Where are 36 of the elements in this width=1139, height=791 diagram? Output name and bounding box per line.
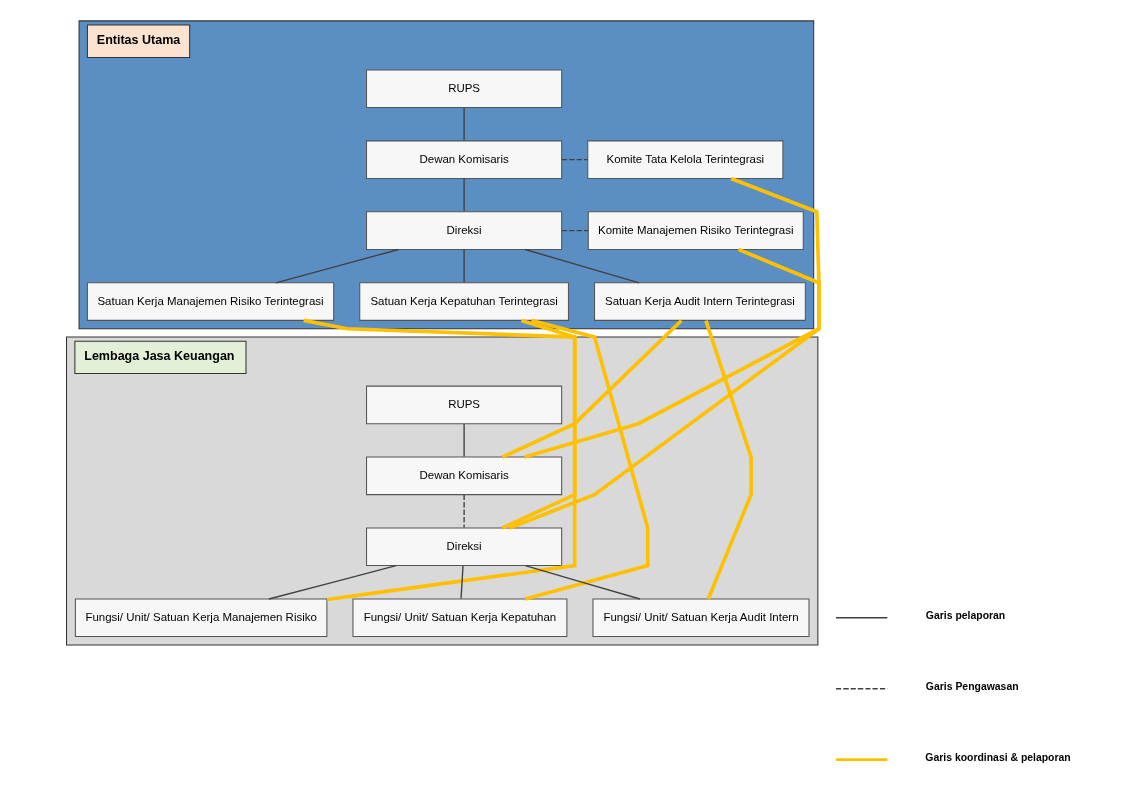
node-box: Dewan Komisaris (366, 140, 563, 179)
node-box: Fungsi/ Unit/ Satuan Kerja Audit Intern (592, 598, 810, 638)
connector (501, 319, 683, 459)
legend-label: Garis Pengawasan (925, 681, 1019, 693)
node-box: Komite Tata Kelola Terintegrasi (587, 140, 784, 179)
connector (704, 320, 753, 600)
node-box: Satuan Kerja Manajemen Risiko Terintegrasi (86, 282, 335, 321)
node-box: RUPS (366, 385, 563, 425)
node-box: Direksi (366, 527, 563, 567)
connector (303, 318, 577, 602)
connector (508, 247, 821, 530)
connector (275, 248, 400, 284)
connector (463, 178, 465, 213)
connector (524, 248, 640, 284)
connector (268, 565, 397, 600)
connector (561, 159, 589, 161)
node-box: Fungsi/ Unit/ Satuan Kerja Manajemen Risiko (74, 598, 328, 638)
connector (463, 423, 465, 458)
connector (463, 249, 465, 283)
connector (524, 318, 650, 601)
connector (463, 494, 465, 529)
connector (460, 565, 464, 600)
node-box: Direksi (366, 211, 563, 250)
legend-label: Garis koordinasi & pelaporan (925, 752, 1071, 764)
legend-label: Garis pelaporan (925, 610, 1006, 622)
node-box: Komite Manajemen Risiko Terintegrasi (587, 211, 804, 250)
connector (524, 565, 641, 600)
connector (501, 318, 577, 530)
node-box: Dewan Komisaris (366, 456, 563, 496)
connector (524, 176, 821, 459)
node-box: Satuan Kerja Kepatuhan Terintegrasi (359, 282, 569, 321)
connector (561, 229, 589, 232)
node-box: Fungsi/ Unit/ Satuan Kerja Kepatuhan (352, 598, 568, 638)
node-box: RUPS (366, 69, 563, 108)
node-box: Satuan Kerja Audit Intern Terintegrasi (594, 282, 806, 321)
connector (463, 107, 465, 142)
